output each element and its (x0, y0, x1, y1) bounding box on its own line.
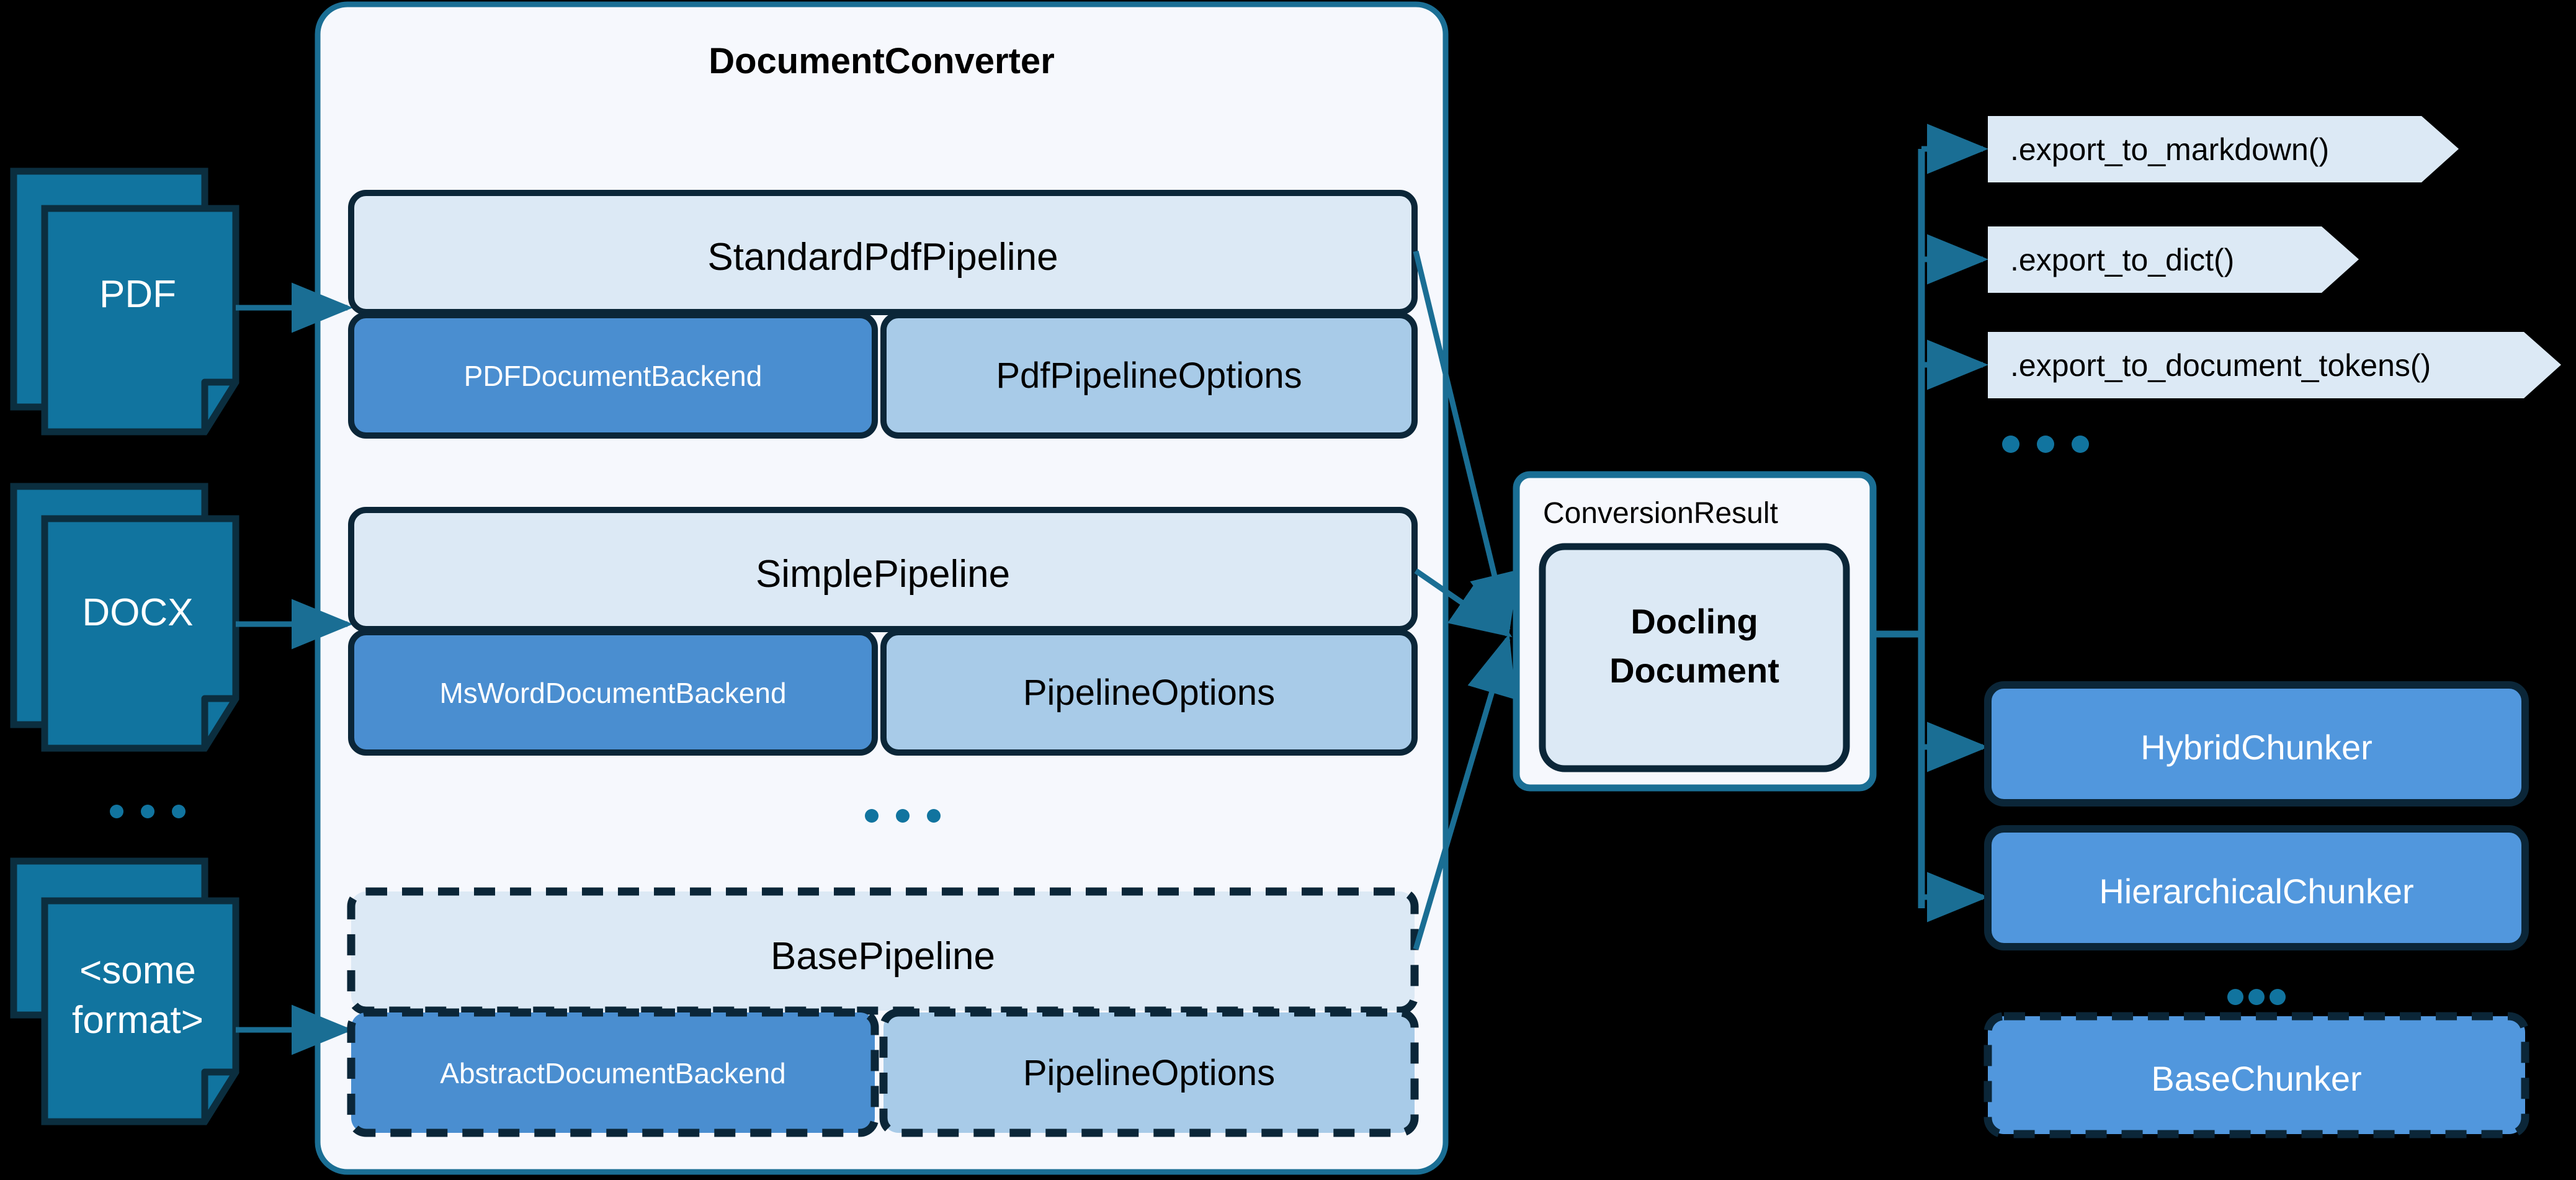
input-label-some-format-line2: format> (72, 999, 203, 1042)
converter-ellipsis (865, 809, 941, 823)
conversion-result-box[interactable]: ConversionResult Docling Document (1513, 471, 1877, 792)
options-pipelineoptions-base: PipelineOptions (1023, 1053, 1275, 1093)
arrow-standardpdf-to-result (1413, 250, 1519, 635)
chunker-item-hierarchical[interactable]: HierarchicalChunker (1984, 825, 2529, 950)
chunker-item-base[interactable]: BaseChunker (1983, 1012, 2529, 1138)
exports-ellipsis (2002, 436, 2089, 453)
docling-document-line1: Docling (1630, 602, 1758, 641)
export-item-markdown[interactable]: .export_to_markdown() (1988, 116, 2459, 182)
pipeline-group-simplepipeline[interactable]: SimplePipeline MsWordDocumentBackend Pip… (348, 507, 1418, 756)
document-converter-title: DocumentConverter (709, 41, 1055, 81)
input-item-some-format[interactable]: <some format> (10, 857, 239, 1125)
pipeline-to-result-connectors (1413, 250, 1519, 950)
options-pipelineoptions-simple: PipelineOptions (1023, 673, 1275, 713)
input-label-some-format-line1: <some (79, 949, 196, 992)
input-connectors (236, 282, 353, 1055)
backend-pdfdocumentbackend: PDFDocumentBackend (464, 360, 763, 392)
pipeline-group-standardpdfpipeline[interactable]: StandardPdfPipeline PDFDocumentBackend P… (348, 190, 1418, 439)
pipeline-name-basepipeline: BasePipeline (771, 935, 995, 978)
chunker-label-hierarchical: HierarchicalChunker (2099, 872, 2413, 911)
chunker-item-hybrid[interactable]: HybridChunker (1984, 681, 2529, 807)
conversion-result-label: ConversionResult (1543, 497, 1778, 530)
result-output-connectors (1873, 123, 1988, 923)
arrow-simple-to-result (1414, 568, 1513, 638)
docling-document-line2: Document (1609, 651, 1779, 690)
input-ellipsis (110, 805, 186, 818)
export-label-document-tokens: .export_to_document_tokens() (2010, 348, 2431, 383)
backend-msworddocumentbackend: MsWordDocumentBackend (439, 677, 786, 709)
export-label-markdown: .export_to_markdown() (2010, 132, 2329, 167)
pipeline-name-standardpdfpipeline: StandardPdfPipeline (707, 236, 1058, 279)
pipeline-name-simplepipeline: SimplePipeline (756, 553, 1010, 596)
input-label-pdf: PDF (99, 273, 176, 316)
options-pdfpipelineoptions: PdfPipelineOptions (996, 355, 1302, 396)
chunker-label-base: BaseChunker (2151, 1059, 2361, 1098)
input-item-pdf[interactable]: PDF (10, 168, 239, 436)
export-label-dict: .export_to_dict() (2010, 243, 2234, 277)
backend-abstractdocumentbackend: AbstractDocumentBackend (440, 1057, 785, 1089)
arrow-base-to-result (1413, 633, 1516, 950)
export-item-dict[interactable]: .export_to_dict() (1988, 226, 2359, 293)
chunkers-ellipsis (2227, 989, 2286, 1005)
input-label-docx: DOCX (82, 591, 193, 634)
input-item-docx[interactable]: DOCX (10, 483, 239, 752)
pipeline-group-basepipeline[interactable]: BasePipeline AbstractDocumentBackend Pip… (347, 887, 1419, 1137)
chunker-label-hybrid: HybridChunker (2140, 728, 2373, 767)
export-item-document-tokens[interactable]: .export_to_document_tokens() (1988, 332, 2561, 398)
